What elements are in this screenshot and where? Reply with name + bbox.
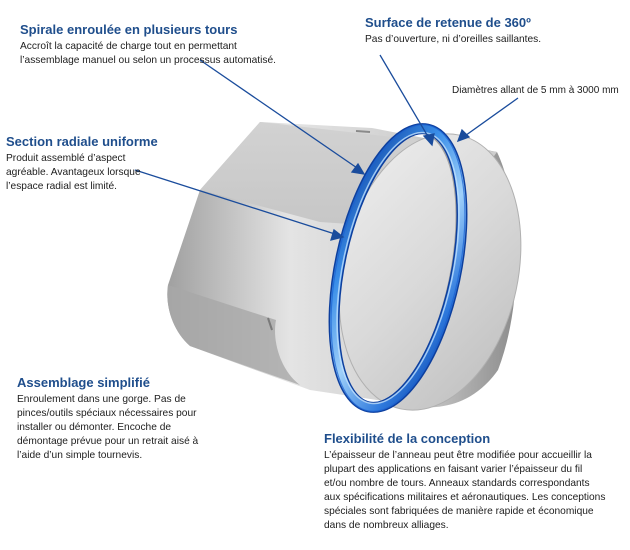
callout-line: L’épaisseur de l’anneau peut être modifi… xyxy=(324,450,592,461)
callout-spiral: Spirale enroulée en plusieurs tours Accr… xyxy=(20,22,276,68)
callout-line: Enroulement dans une gorge. Pas de xyxy=(17,394,186,405)
callout-spiral-text: Accroît la capacité de charge tout en pe… xyxy=(20,40,276,68)
callout-line: agréable. Avantageux lorsque xyxy=(6,167,141,178)
callout-flexibility: Flexibilité de la conception L’épaisseur… xyxy=(324,431,605,533)
leader-section xyxy=(134,169,339,236)
leader-surface xyxy=(379,54,431,141)
leader-lines xyxy=(134,54,519,241)
callout-section: Section radiale uniforme Produit assembl… xyxy=(6,134,158,194)
leader-spiral xyxy=(199,59,361,171)
callout-line: pinces/outils spéciaux nécessaires pour xyxy=(17,408,197,419)
callout-line: dans de nombreux alliages. xyxy=(324,520,449,531)
leader-diameter xyxy=(461,97,519,139)
spiral-retaining-ring xyxy=(328,123,468,413)
callout-surface: Surface de retenue de 360º Pas d’ouvertu… xyxy=(365,15,541,47)
callout-line: installer ou démonter. Encoche de xyxy=(17,422,172,433)
callout-line: l’espace radial est limité. xyxy=(6,181,117,192)
leader-section-arrow xyxy=(330,228,345,241)
callout-line: Accroît la capacité de charge tout en pe… xyxy=(20,41,237,52)
callout-line: Produit assemblé d’aspect xyxy=(6,153,126,164)
callout-spiral-title: Spirale enroulée en plusieurs tours xyxy=(20,22,238,37)
callout-flexibility-title: Flexibilité de la conception xyxy=(324,431,491,446)
callout-assembly-title: Assemblage simplifié xyxy=(17,375,150,390)
callout-line: l’assemblage manuel ou selon un processu… xyxy=(20,55,276,66)
callout-line: et/ou nombre de tours. Anneaux standards… xyxy=(324,478,590,489)
leader-surface-arrow xyxy=(422,133,435,147)
callout-section-title: Section radiale uniforme xyxy=(6,134,158,149)
callout-line: démontage prévue pour un retrait aisé à xyxy=(17,436,199,447)
callout-line: plupart des applications en faisant vari… xyxy=(324,464,583,475)
leader-spiral-arrow xyxy=(350,162,366,175)
callout-surface-title: Surface de retenue de 360º xyxy=(365,15,531,30)
leader-diameter-arrow xyxy=(456,128,471,143)
callout-flexibility-text: L’épaisseur de l’anneau peut être modifi… xyxy=(324,449,605,533)
diameter-range-label: Diamètres allant de 5 mm à 3000 mm xyxy=(452,85,619,96)
callout-assembly-text: Enroulement dans une gorge. Pas de pince… xyxy=(17,393,198,463)
callout-assembly: Assemblage simplifié Enroulement dans un… xyxy=(17,375,198,463)
callout-line: l’aide d’un simple tournevis. xyxy=(17,450,143,461)
callout-line: Pas d’ouverture, ni d’oreilles saillante… xyxy=(365,34,542,45)
callout-surface-text: Pas d’ouverture, ni d’oreilles saillante… xyxy=(365,33,541,47)
callout-section-text: Produit assemblé d’aspect agréable. Avan… xyxy=(6,152,158,194)
callout-line: aux spécifications militaires et aéronau… xyxy=(324,492,606,503)
callout-line: spéciales sont fabriquées de manière rap… xyxy=(324,506,594,517)
